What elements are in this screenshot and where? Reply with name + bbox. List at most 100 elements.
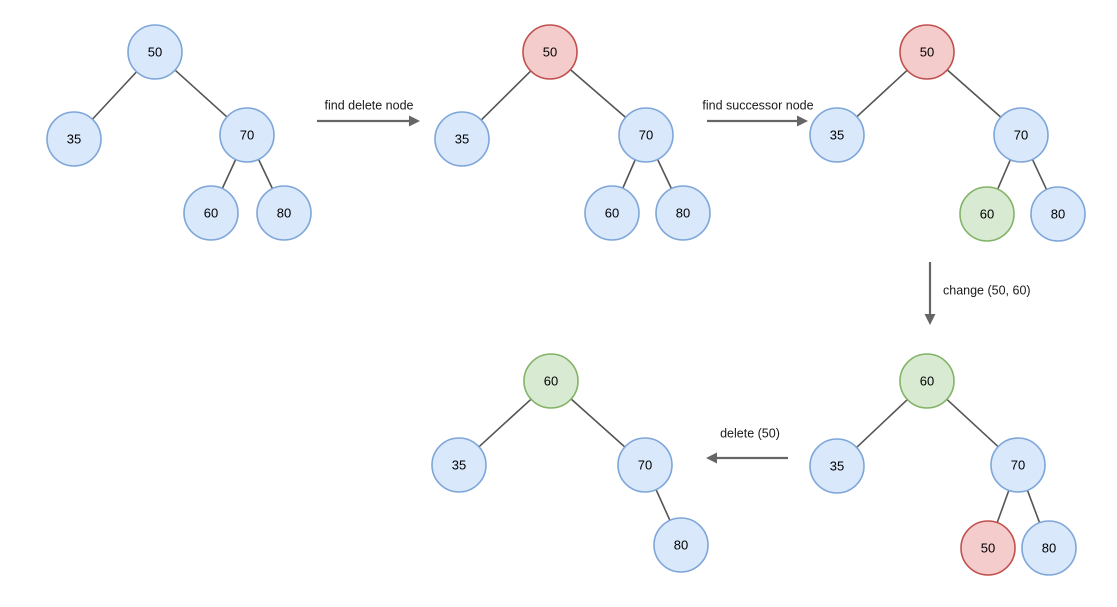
node-value-label: 35 — [67, 131, 81, 146]
tree-node-80[interactable]: 80 — [1021, 520, 1077, 576]
tree-node-70[interactable]: 70 — [993, 107, 1049, 163]
arrow-head-right — [797, 115, 808, 127]
tree-node-50[interactable]: 50 — [960, 520, 1016, 576]
node-value-label: 60 — [204, 205, 218, 220]
tree-nodes-layer: 50 35 70 60 80 50 35 70 60 80 50 35 70 60 80 60 35 70 50 80… — [46, 24, 1086, 576]
tree-edge — [478, 398, 532, 448]
tree-node-60[interactable]: 60 — [183, 185, 239, 241]
node-value-label: 60 — [920, 373, 934, 388]
node-circle-blue — [46, 111, 102, 167]
node-value-label: 80 — [676, 205, 690, 220]
tree-edge — [856, 69, 908, 118]
node-circle-blue — [653, 517, 709, 573]
tree-node-70[interactable]: 70 — [617, 437, 673, 493]
node-value-label: 35 — [452, 457, 466, 472]
tree-node-70[interactable]: 70 — [219, 107, 275, 163]
node-value-label: 80 — [277, 205, 291, 220]
node-value-label: 70 — [1011, 457, 1025, 472]
node-value-label: 50 — [920, 44, 934, 59]
arrow-find-delete-node: find delete node — [317, 98, 420, 127]
tree-edge — [1026, 489, 1041, 524]
node-circle-blue — [127, 24, 183, 80]
tree-node-60[interactable]: 60 — [584, 185, 640, 241]
node-circle-blue — [183, 185, 239, 241]
tree-edges-layer — [91, 68, 1048, 524]
node-circle-red — [522, 24, 578, 80]
tree-edge — [946, 69, 1002, 118]
node-value-label: 50 — [148, 44, 162, 59]
arrow-label: find delete node — [325, 98, 414, 112]
node-value-label: 60 — [544, 373, 558, 388]
node-value-label: 60 — [605, 205, 619, 220]
arrow-label: find successor node — [702, 98, 813, 112]
tree-node-50[interactable]: 50 — [522, 24, 578, 80]
node-value-label: 50 — [981, 540, 995, 555]
tree-edge — [855, 398, 909, 449]
node-circle-red — [899, 24, 955, 80]
tree-node-50[interactable]: 50 — [899, 24, 955, 80]
node-circle-blue — [434, 111, 490, 167]
tree-edge — [91, 70, 138, 121]
tree-edge — [996, 489, 1010, 524]
node-circle-blue — [1021, 520, 1077, 576]
tree-edge — [621, 158, 637, 190]
tree-edge — [480, 70, 532, 121]
node-value-label: 70 — [240, 127, 254, 142]
tree-node-70[interactable]: 70 — [618, 107, 674, 163]
node-circle-blue — [993, 107, 1049, 163]
tree-edge — [257, 158, 274, 190]
node-circle-blue — [1030, 186, 1086, 242]
node-circle-green — [899, 353, 955, 409]
node-value-label: 70 — [638, 457, 652, 472]
arrow-delete-50: delete (50) — [706, 426, 788, 464]
step-arrows-layer: find delete node find successor node chang… — [317, 98, 1031, 464]
arrow-head-down — [924, 314, 936, 325]
node-value-label: 50 — [543, 44, 557, 59]
node-circle-green — [523, 353, 579, 409]
node-value-label: 80 — [1042, 540, 1056, 555]
tree-node-35[interactable]: 35 — [46, 111, 102, 167]
node-circle-blue — [256, 185, 312, 241]
node-circle-blue — [431, 437, 487, 493]
tree-node-80[interactable]: 80 — [653, 517, 709, 573]
node-circle-blue — [617, 437, 673, 493]
node-circle-blue — [809, 438, 865, 494]
node-value-label: 70 — [1014, 127, 1028, 142]
tree-edge — [221, 158, 237, 190]
tree-node-80[interactable]: 80 — [655, 185, 711, 241]
tree-edge — [656, 158, 673, 190]
tree-node-60[interactable]: 60 — [899, 353, 955, 409]
tree-node-80[interactable]: 80 — [1030, 186, 1086, 242]
node-circle-green — [959, 186, 1015, 242]
arrow-head-left — [706, 452, 717, 464]
tree-edge — [996, 159, 1012, 190]
tree-edge — [946, 398, 999, 448]
arrow-find-successor-node: find successor node — [702, 98, 814, 127]
tree-node-35[interactable]: 35 — [809, 438, 865, 494]
node-circle-blue — [655, 185, 711, 241]
node-circle-blue — [618, 107, 674, 163]
node-value-label: 70 — [639, 127, 653, 142]
node-value-label: 80 — [1051, 206, 1065, 221]
arrow-change-50-60: change (50, 60) — [924, 262, 1031, 325]
tree-edge — [570, 398, 626, 448]
node-value-label: 80 — [674, 537, 688, 552]
node-circle-red — [960, 520, 1016, 576]
tree-node-35[interactable]: 35 — [434, 111, 490, 167]
tree-edge — [174, 69, 228, 118]
node-value-label: 35 — [830, 127, 844, 142]
tree-edge — [569, 68, 627, 119]
node-value-label: 35 — [455, 131, 469, 146]
arrow-label: delete (50) — [720, 426, 780, 440]
node-circle-blue — [990, 437, 1046, 493]
tree-node-60[interactable]: 60 — [523, 353, 579, 409]
tree-node-60[interactable]: 60 — [959, 186, 1015, 242]
tree-node-70[interactable]: 70 — [990, 437, 1046, 493]
arrow-head-right — [409, 115, 420, 127]
tree-node-35[interactable]: 35 — [809, 107, 865, 163]
tree-node-50[interactable]: 50 — [127, 24, 183, 80]
tree-node-80[interactable]: 80 — [256, 185, 312, 241]
tree-node-35[interactable]: 35 — [431, 437, 487, 493]
